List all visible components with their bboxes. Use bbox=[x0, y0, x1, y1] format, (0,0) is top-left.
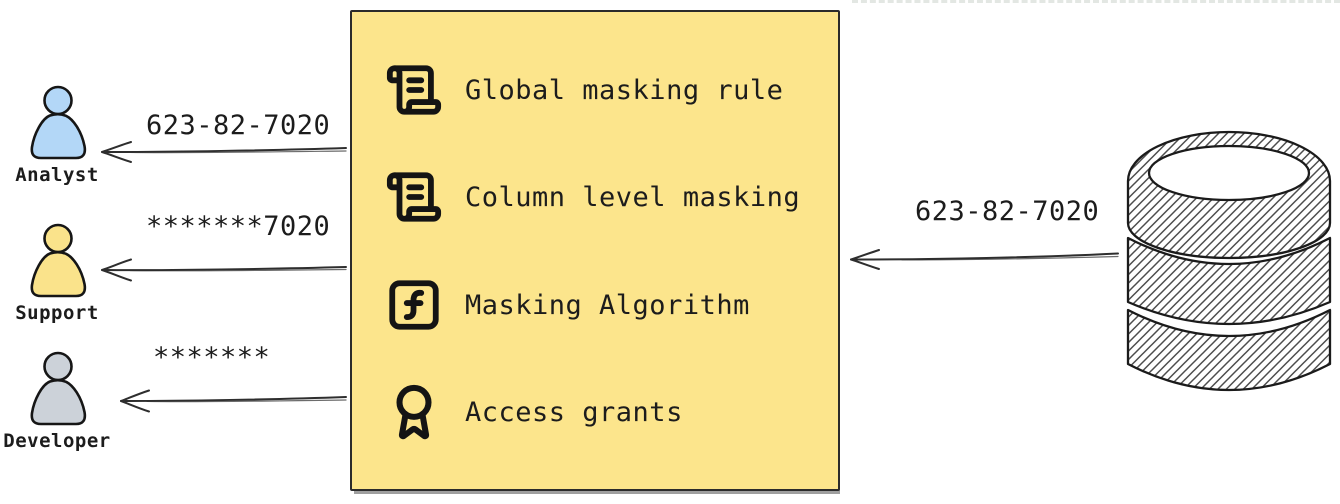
arrow-box-to-support bbox=[94, 255, 348, 283]
masked-value-developer: ******* bbox=[153, 342, 271, 373]
masking-rule-label: Global masking rule bbox=[465, 74, 784, 106]
actor-label: Analyst bbox=[15, 164, 99, 186]
arrow-box-to-developer bbox=[113, 386, 348, 414]
person-icon bbox=[30, 85, 87, 160]
actor-label: Support bbox=[15, 302, 99, 324]
masking-rule-item: Masking Algorithm bbox=[385, 275, 750, 335]
person-icon bbox=[30, 351, 87, 426]
actor-developer: Developer bbox=[3, 350, 110, 452]
masked-value-support: *******7020 bbox=[146, 211, 331, 242]
masking-rule-label: Masking Algorithm bbox=[465, 289, 750, 321]
actor-support: Support bbox=[8, 222, 106, 324]
arrow-db-to-box bbox=[844, 245, 1120, 271]
scroll-text-icon bbox=[385, 61, 443, 119]
masking-rule-label: Column level masking bbox=[465, 181, 801, 213]
award-icon bbox=[385, 383, 443, 441]
database-icon bbox=[1126, 124, 1332, 400]
source-value-label: 623-82-7020 bbox=[915, 196, 1100, 227]
scroll-text-icon bbox=[385, 168, 443, 226]
function-square-icon bbox=[385, 276, 443, 334]
masked-value-analyst: 623-82-7020 bbox=[146, 110, 331, 141]
canvas-top-dashed-edge bbox=[852, 0, 1340, 3]
masking-rule-label: Access grants bbox=[465, 396, 683, 428]
masking-rule-item: Global masking rule bbox=[385, 60, 783, 120]
actor-analyst: Analyst bbox=[8, 84, 106, 186]
person-icon bbox=[30, 223, 87, 298]
masking-rule-item: Access grants bbox=[385, 382, 683, 442]
arrow-box-to-analyst bbox=[94, 137, 348, 165]
masking-rule-item: Column level masking bbox=[385, 167, 800, 227]
actor-label: Developer bbox=[3, 430, 111, 452]
masking-rules-panel: Global masking rule Column level masking bbox=[350, 10, 840, 491]
